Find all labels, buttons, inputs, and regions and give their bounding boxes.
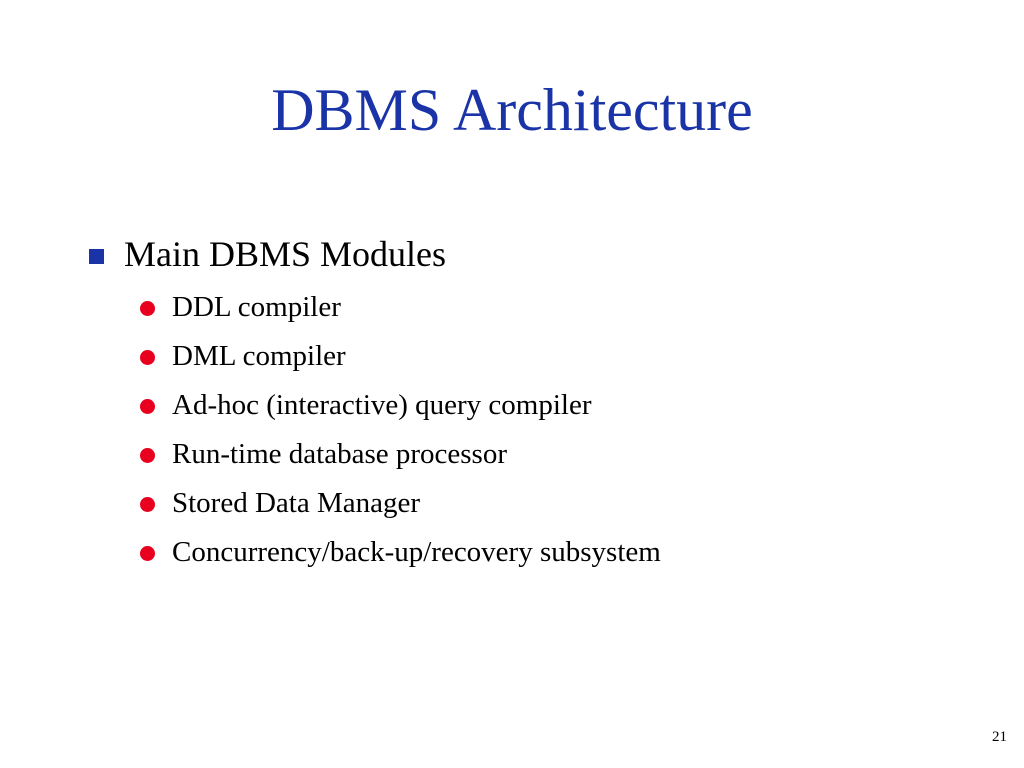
sub-bullet-item: Ad-hoc (interactive) query compiler (140, 380, 661, 429)
page-number: 21 (992, 729, 1007, 745)
main-bullet-text: Main DBMS Modules (124, 234, 447, 274)
dot-bullet-icon (140, 546, 155, 561)
sub-bullet-item: DDL compiler (140, 282, 661, 331)
sub-bullet-text: Ad-hoc (interactive) query compiler (172, 388, 592, 421)
sub-bullet-item: Run-time database processor (140, 429, 661, 478)
sub-bullet-item: Concurrency/back-up/recovery subsystem (140, 527, 661, 576)
dot-bullet-icon (140, 350, 155, 365)
sub-bullet-list: DDL compiler DML compiler Ad-hoc (intera… (140, 282, 661, 576)
square-bullet-icon (89, 248, 104, 264)
dot-bullet-icon (140, 497, 155, 512)
sub-bullet-text: Run-time database processor (172, 437, 508, 470)
main-bullet-item: Main DBMS Modules (84, 232, 446, 276)
sub-bullet-item: Stored Data Manager (140, 478, 661, 527)
dot-bullet-icon (140, 448, 155, 463)
slide-title: DBMS Architecture (271, 77, 753, 143)
sub-bullet-text: DML compiler (172, 339, 346, 372)
sub-bullet-text: DDL compiler (172, 290, 341, 323)
sub-bullet-text: Concurrency/back-up/recovery subsystem (172, 535, 661, 568)
sub-bullet-item: DML compiler (140, 331, 661, 380)
dot-bullet-icon (140, 399, 155, 414)
sub-bullet-text: Stored Data Manager (172, 486, 421, 519)
dot-bullet-icon (140, 301, 155, 316)
